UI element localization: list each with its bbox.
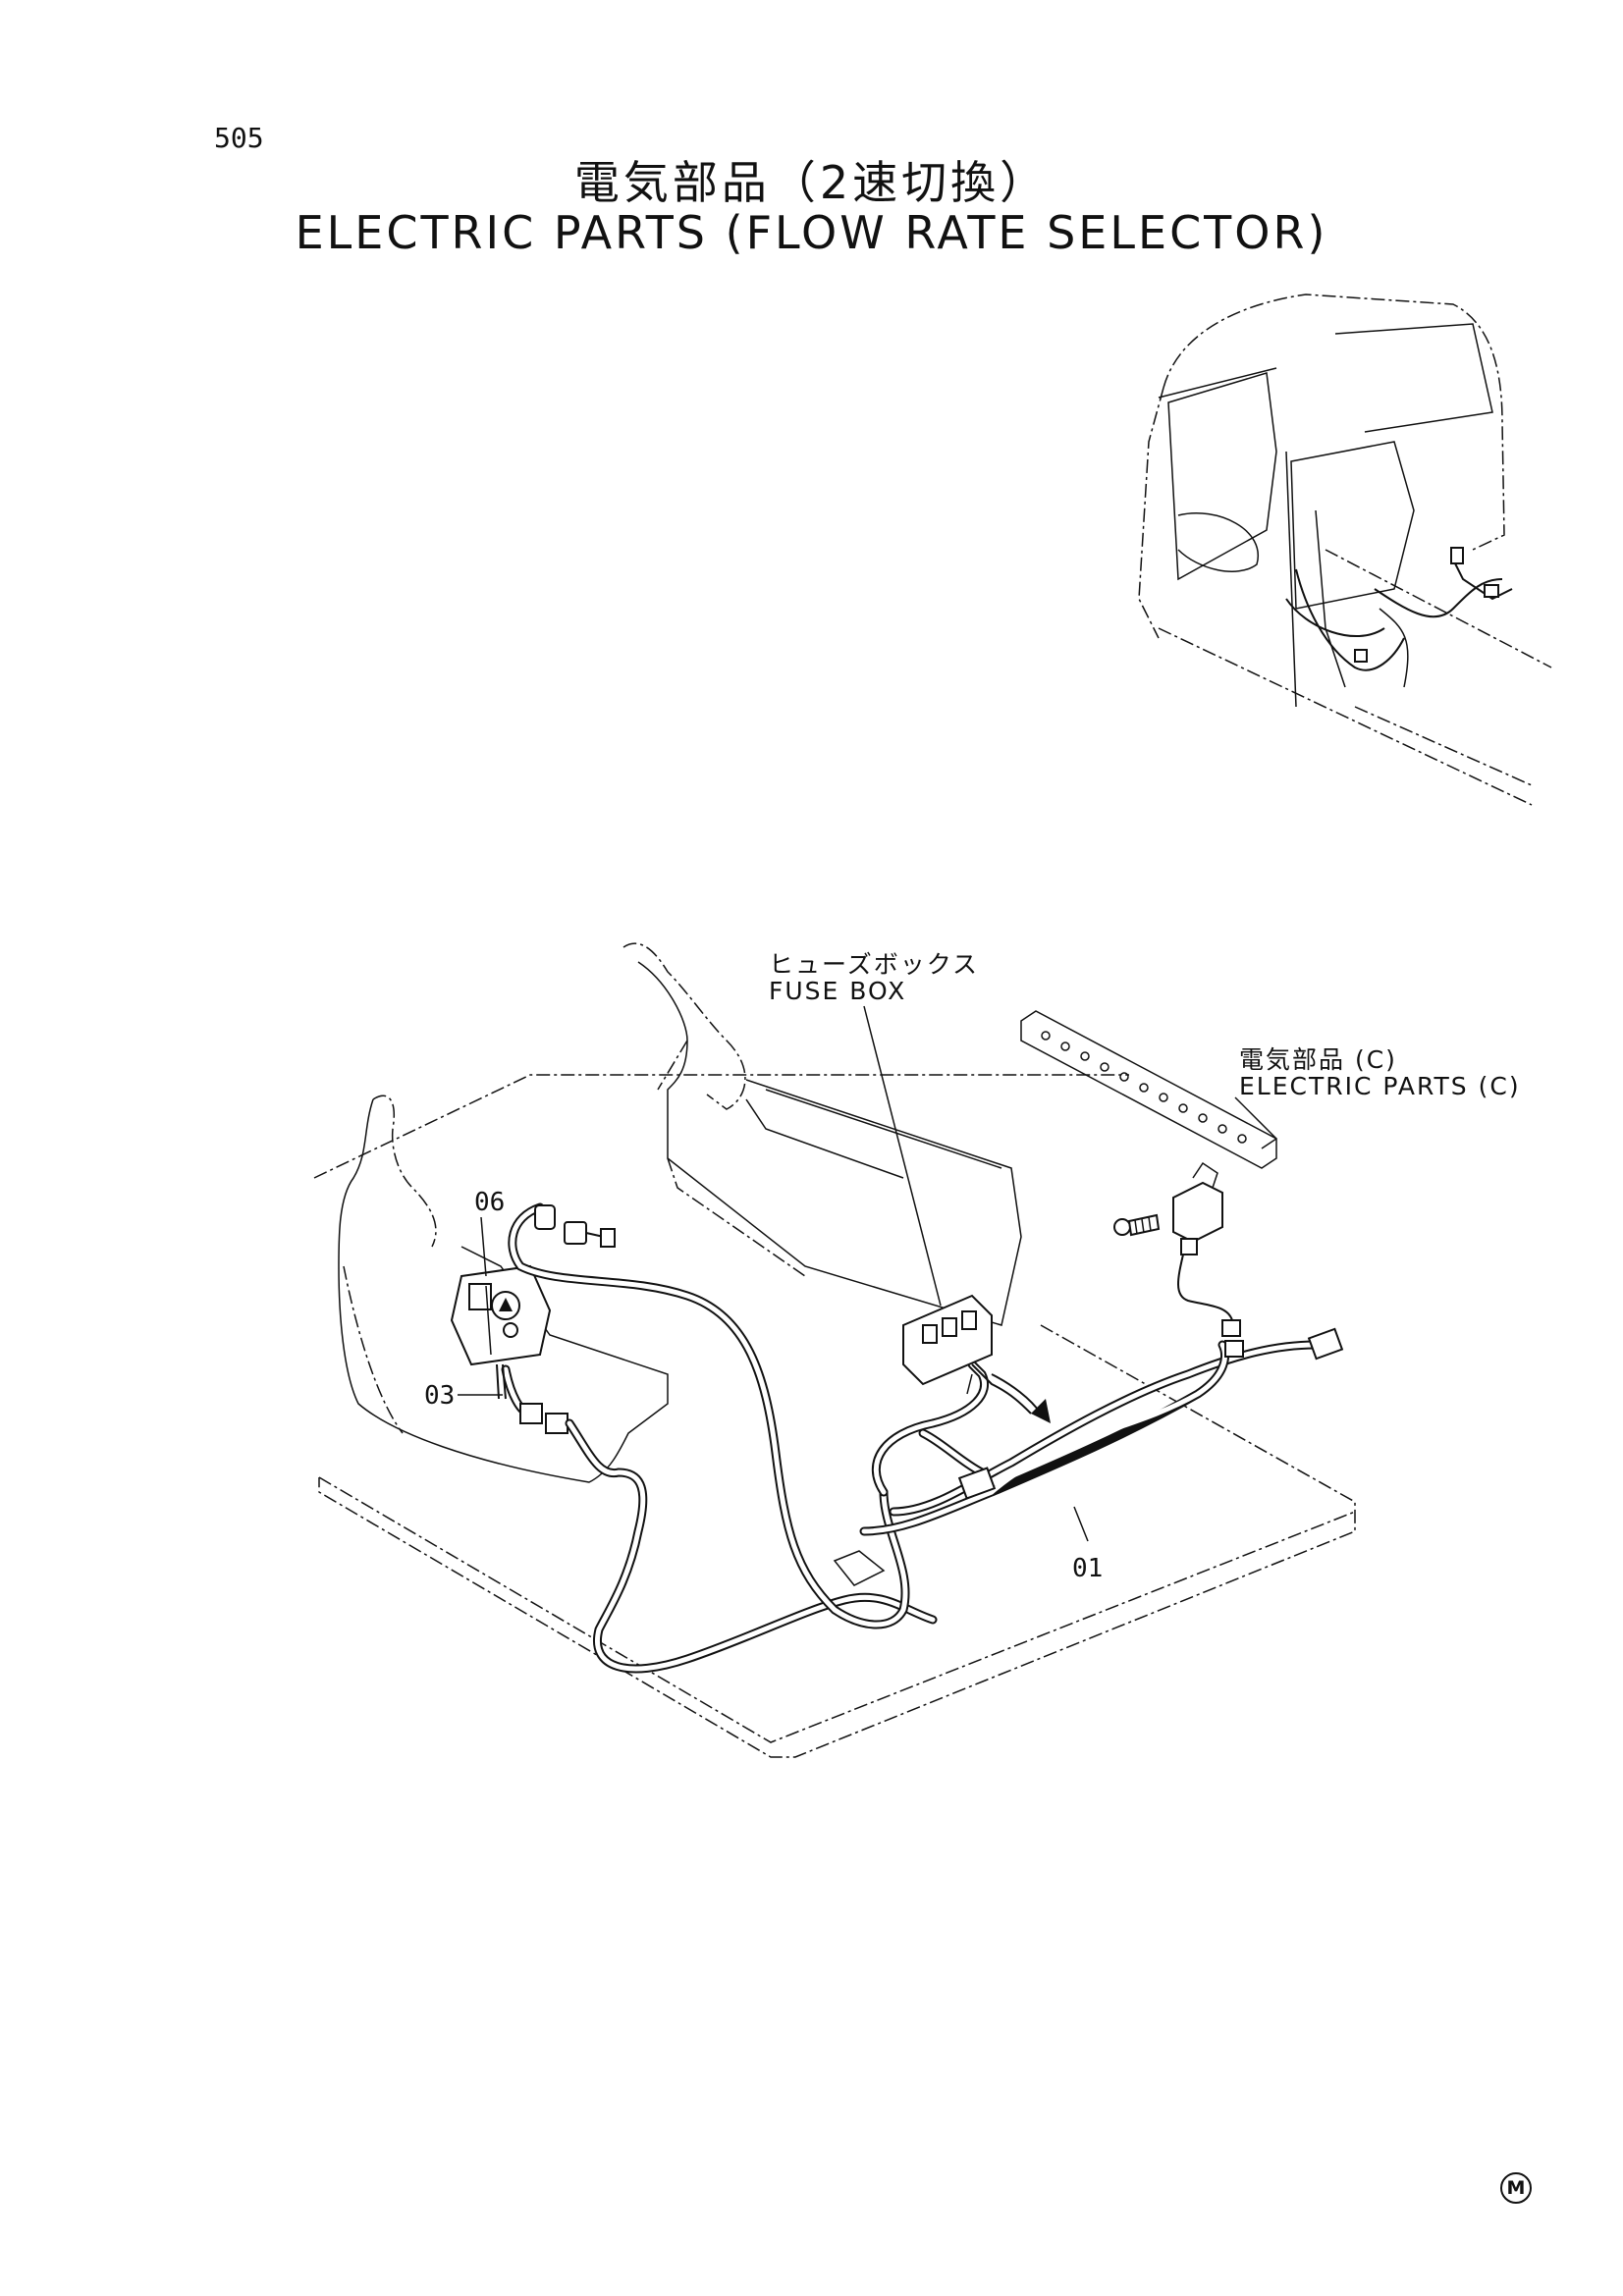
pressure-switch	[534, 1204, 616, 1248]
cab-inset-drawing	[1138, 294, 1552, 806]
page-title-english: ELECTRIC PARTS (FLOW RATE SELECTOR)	[295, 206, 1328, 259]
leader-lines	[458, 1005, 1277, 1542]
electric-parts-c-label-japanese: 電気部品 (C)	[1239, 1045, 1397, 1074]
maker-mark-icon: M	[1500, 2172, 1532, 2204]
fuse-box-label-japanese: ヒューズボックス	[769, 950, 980, 979]
relay-bracket	[1020, 1010, 1277, 1358]
main-harness-01	[508, 1202, 1344, 1674]
part-number-03: 03	[424, 1381, 456, 1411]
page-title-japanese: 電気部品（2速切換）	[573, 156, 1050, 209]
floor-plate-outline	[313, 1074, 1356, 1758]
harness-03	[496, 1363, 568, 1434]
part-number-01: 01	[1072, 1554, 1104, 1583]
fuse-box	[902, 1294, 1051, 1423]
page-number: 505	[214, 122, 264, 154]
right-console-drawing	[622, 942, 1022, 1326]
fuse-box-label-english: FUSE BOX	[769, 977, 907, 1005]
part-number-06: 06	[474, 1188, 506, 1217]
selector-switch-06	[450, 1264, 552, 1366]
electric-parts-c-label-english: ELECTRIC PARTS (C)	[1239, 1072, 1521, 1100]
